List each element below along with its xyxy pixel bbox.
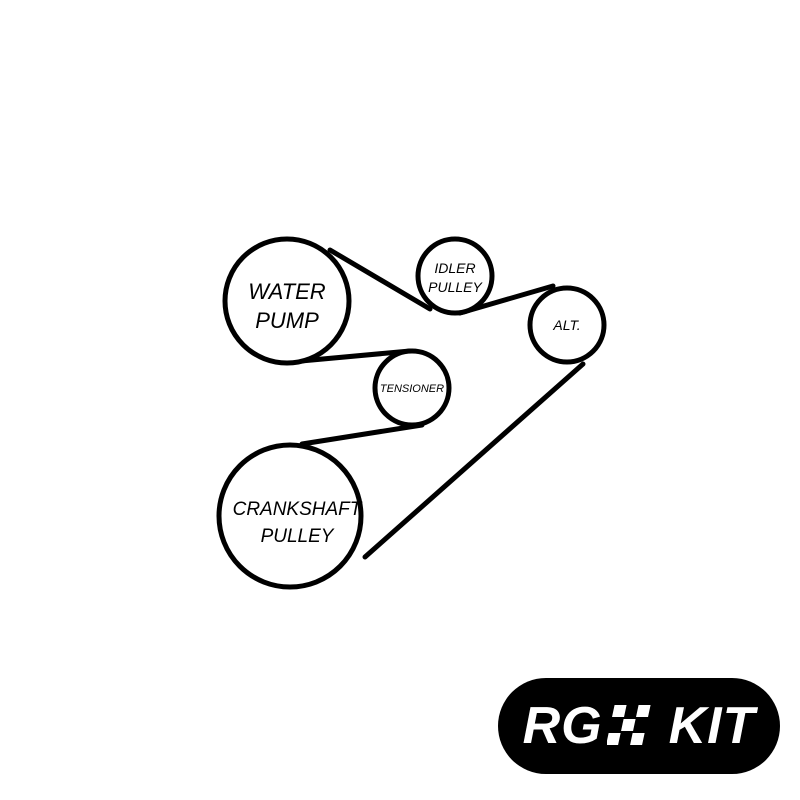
water-pump-pulley: WATER PUMP xyxy=(222,236,352,366)
crankshaft-label-line2: PULLEY xyxy=(261,526,335,547)
belt-segment-alternator-crankshaft xyxy=(362,361,586,560)
checkered-flag-icon xyxy=(605,703,659,749)
water-pump-label-line1: WATER xyxy=(248,279,326,304)
water-pump-label-line2: PUMP xyxy=(255,308,319,333)
crankshaft-label-line1: CRANKSHAFT xyxy=(233,499,363,520)
tensioner-pulley: TENSIONER xyxy=(372,348,452,428)
idler-label-line2: PULLEY xyxy=(428,279,483,295)
alternator-label: ALT. xyxy=(552,317,580,333)
alternator-pulley: ALT. xyxy=(527,285,607,365)
crankshaft-pulley: CRANKSHAFT PULLEY xyxy=(216,442,364,590)
idler-label-line1: IDLER xyxy=(434,260,475,276)
logo-left-text: RG xyxy=(522,697,603,755)
tensioner-label: TENSIONER xyxy=(380,383,444,395)
logo-right-text: KIT xyxy=(668,697,756,755)
belt-segment-waterpump-idler xyxy=(327,247,433,312)
rgx-kit-logo: RG KIT xyxy=(498,678,780,774)
idler-pulley: IDLER PULLEY xyxy=(415,236,495,316)
belt-segment-crankshaft-tensioner xyxy=(299,422,425,447)
